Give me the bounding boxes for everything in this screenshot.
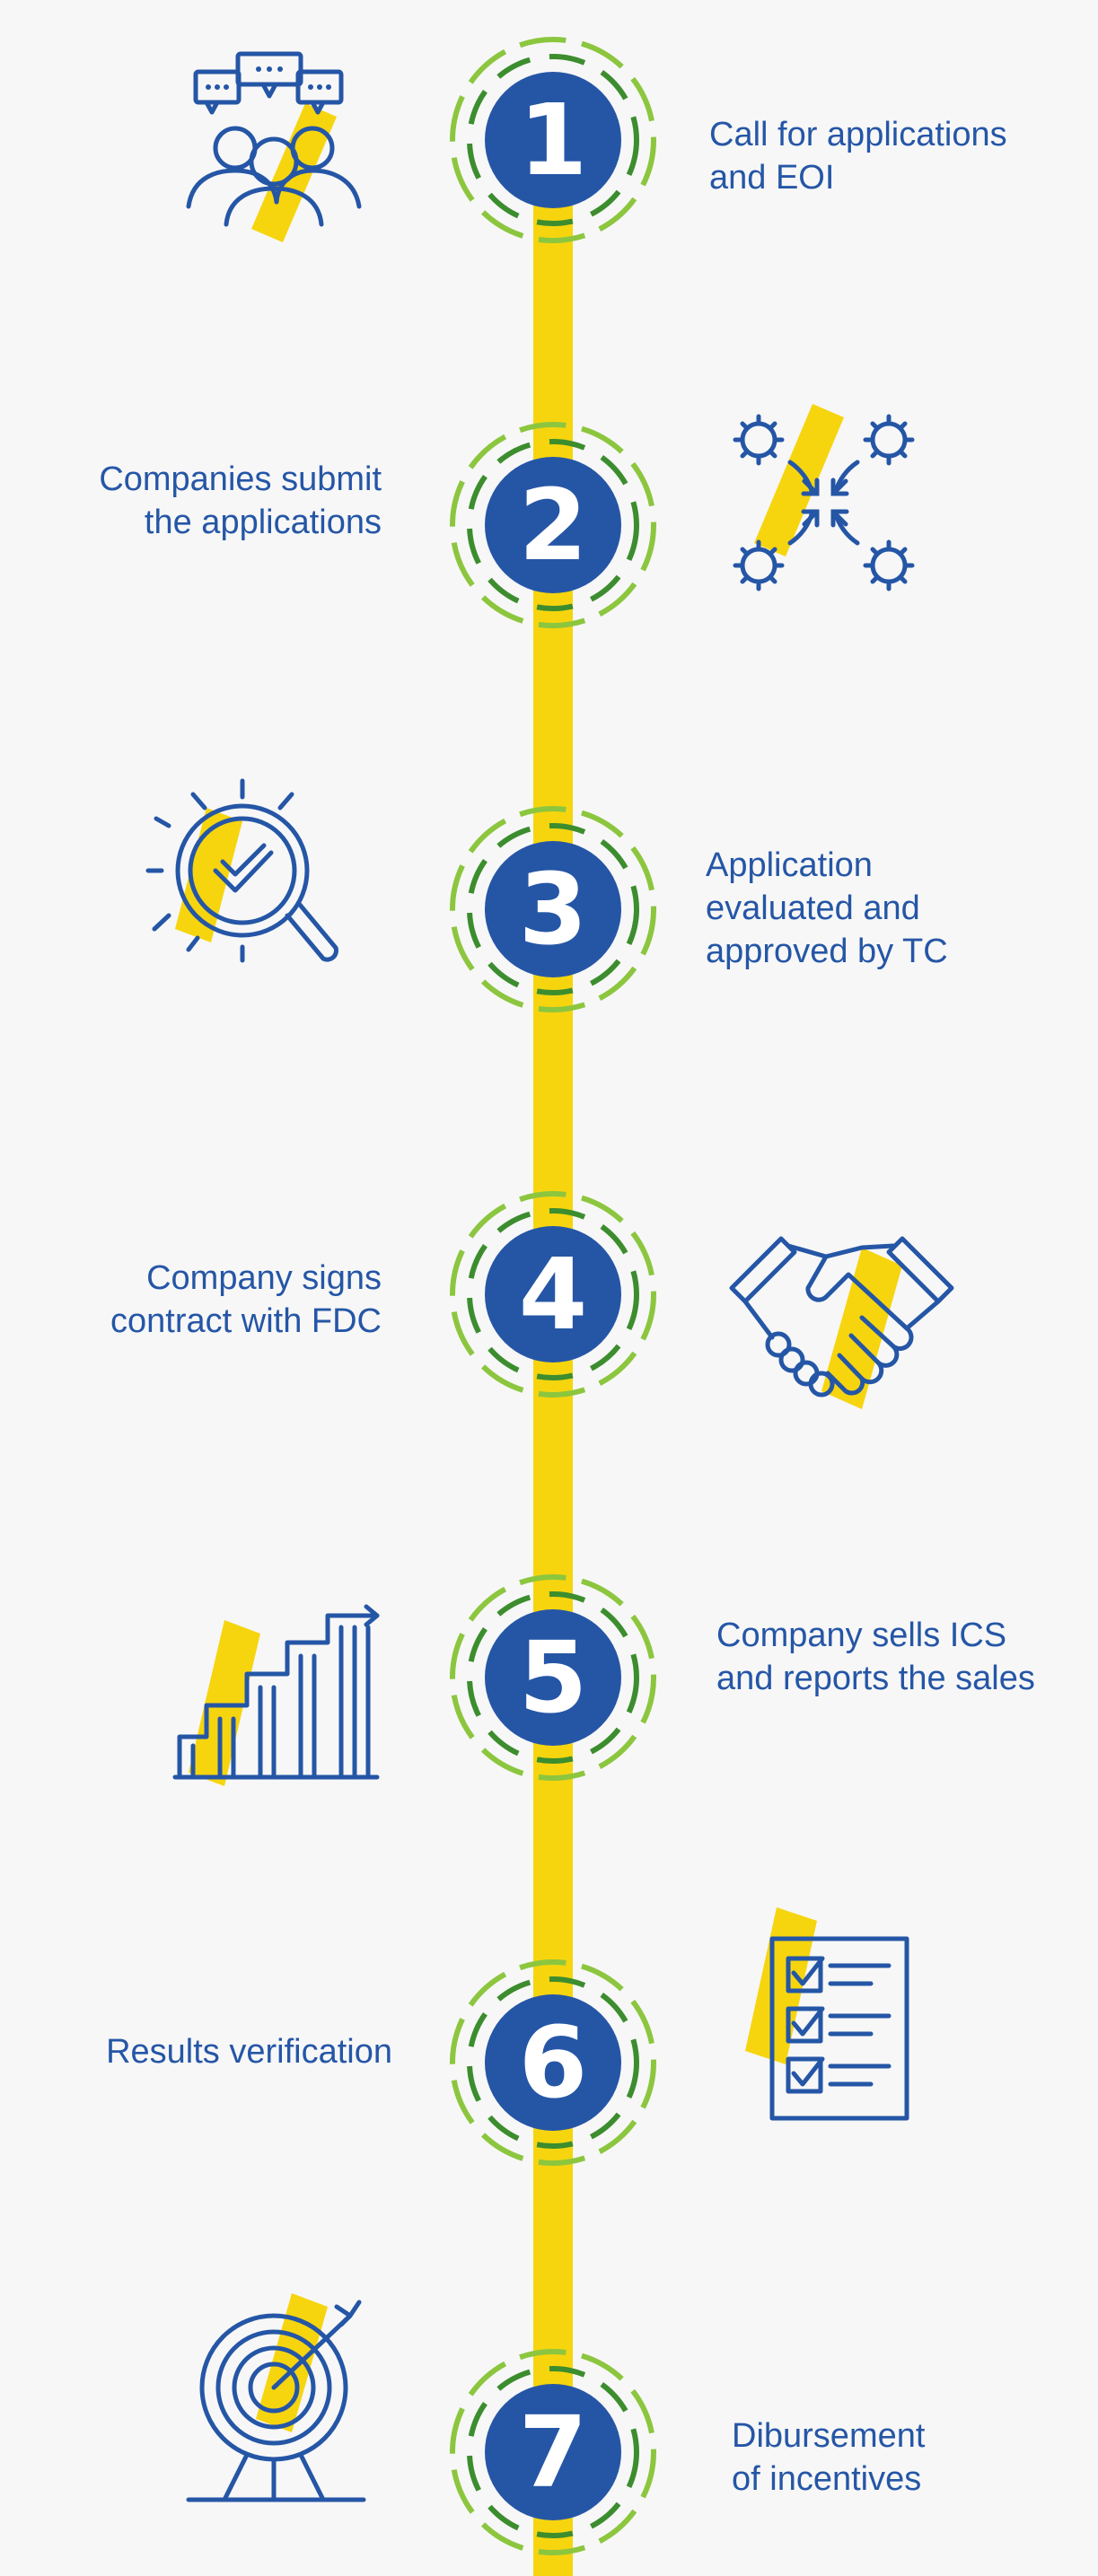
checklist-icon <box>736 1903 916 2127</box>
step-4-label-line-2: contract with FDC <box>110 1302 382 1340</box>
step-4-label: Company signs contract with FDC <box>110 1257 382 1343</box>
step-7-number: 7 <box>518 2395 588 2510</box>
step-6-badge: 6 <box>445 1955 661 2170</box>
badge-ring-icon <box>450 2349 656 2555</box>
step-3-label-line-2: evaluated and <box>706 889 920 927</box>
step-4-label-line-1: Company signs <box>146 1259 382 1297</box>
step-1-number: 1 <box>518 83 588 197</box>
step-3-label-line-3: approved by TC <box>706 933 948 970</box>
badge-ring-icon <box>450 1959 656 2166</box>
step-4-badge: 4 <box>445 1187 661 1402</box>
step-2-badge: 2 <box>445 417 661 633</box>
step-7-label-line-1: Dibursement <box>732 2417 926 2455</box>
step-3-badge: 3 <box>445 802 661 1017</box>
step-3-label-line-1: Application <box>706 846 873 884</box>
badge-ring-icon <box>450 1574 656 1781</box>
step-7-badge: 7 <box>445 2344 661 2560</box>
step-2-label: Companies submit the applications <box>99 458 382 544</box>
step-2-label-line-2: the applications <box>144 504 382 541</box>
step-7-label: Dibursement of incentives <box>732 2414 925 2501</box>
step-4-number: 4 <box>518 1237 588 1352</box>
step-2-label-line-1: Companies submit <box>99 460 382 498</box>
people-discussion-icon <box>171 49 377 265</box>
badge-ring-icon <box>450 422 656 628</box>
step-1-label: Call for applications and EOI <box>709 113 1007 199</box>
step-6-number: 6 <box>518 2005 588 2120</box>
step-1-badge: 1 <box>445 32 661 248</box>
step-7-label-line-2: of incentives <box>732 2460 922 2498</box>
step-1-label-line-2: and EOI <box>709 159 835 197</box>
step-6-label-line-1: Results verification <box>106 2033 392 2071</box>
step-6-label: Results verification <box>106 2030 392 2073</box>
growth-chart-icon <box>171 1602 386 1800</box>
step-5-label-line-2: and reports the sales <box>716 1660 1035 1697</box>
step-1-label-line-1: Call for applications <box>709 116 1007 153</box>
step-5-label-line-1: Company sells ICS <box>716 1617 1007 1654</box>
badge-ring-icon <box>450 1191 656 1398</box>
step-5-label: Company sells ICS and reports the sales <box>716 1614 1035 1700</box>
step-3-label: Application evaluated and approved by TC <box>706 844 948 973</box>
gears-network-icon <box>718 377 934 610</box>
step-5-number: 5 <box>518 1620 588 1735</box>
step-2-number: 2 <box>518 468 588 583</box>
badge-ring-icon <box>450 806 656 1012</box>
badge-ring-icon <box>450 37 656 243</box>
magnifier-check-icon <box>144 778 359 996</box>
step-5-badge: 5 <box>445 1570 661 1785</box>
step-3-number: 3 <box>518 852 588 967</box>
handshake-icon <box>727 1221 961 1418</box>
target-arrow-icon <box>184 2289 382 2504</box>
